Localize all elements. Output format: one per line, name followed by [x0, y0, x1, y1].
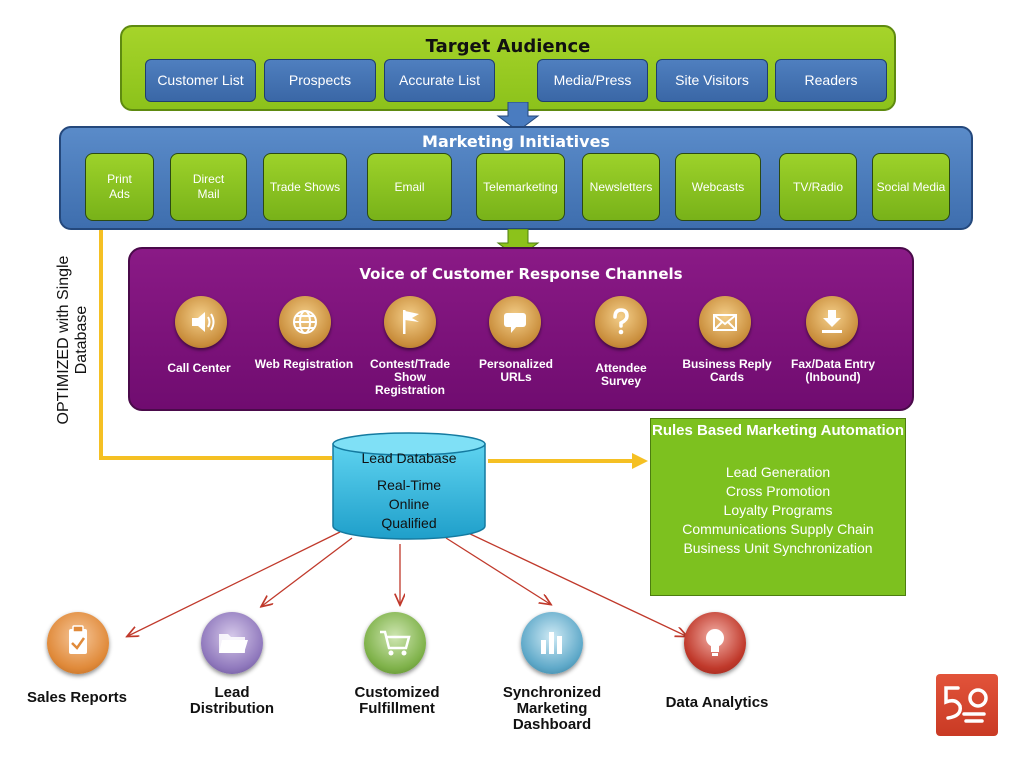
lightbulb-icon: [684, 612, 746, 674]
initiative-telemarketing: Telemarketing: [476, 153, 565, 221]
audience-item-prospects: Prospects: [264, 59, 376, 102]
voc-panel: [128, 247, 914, 411]
lead-database-line: Online: [388, 496, 430, 512]
speaker-icon: [175, 296, 227, 348]
voc-label-personalized-urls: Personalized URLs: [478, 357, 554, 384]
audience-item-accurate-list: Accurate List: [384, 59, 495, 102]
audience-item-site-visitors: Site Visitors: [656, 59, 768, 102]
question-icon: [595, 296, 647, 348]
voc-label-contest-registration: Contest/Trade Show Registration: [369, 357, 450, 397]
envelope-icon: [699, 296, 751, 348]
voc-label-attendee-survey: Attendee Survey: [595, 361, 647, 388]
yellow-connector-line: [99, 220, 332, 460]
initiative-trade-shows: Trade Shows: [263, 153, 347, 221]
bar-chart-icon: [521, 612, 583, 674]
lead-database-cylinder: [332, 432, 486, 540]
rules-automation-title: Rules Based Marketing Automation: [652, 422, 904, 439]
flag-icon: [384, 296, 436, 348]
company-logo: [936, 674, 998, 736]
lead-database-line: Real-Time: [376, 477, 442, 493]
voc-label-fax-data-entry: Fax/Data Entry (Inbound): [790, 357, 876, 384]
output-label-customized-fulfillment: Customized Fulfillment: [354, 684, 440, 717]
output-label-data-analytics: Data Analytics: [665, 694, 769, 711]
target-audience-title: Target Audience: [425, 36, 591, 57]
rules-automation-list: Lead Generation Cross Promotion Loyalty …: [650, 463, 906, 558]
rules-item: Loyalty Programs: [723, 502, 833, 518]
marketing-initiatives-title: Marketing Initiatives: [422, 132, 610, 151]
output-label-lead-distribution: Lead Distribution: [189, 684, 275, 717]
initiative-webcasts: Webcasts: [675, 153, 761, 221]
rules-item: Business Unit Synchronization: [683, 540, 873, 556]
red-arrow-lead: [262, 537, 353, 606]
initiative-direct-mail: Direct Mail: [170, 153, 247, 221]
audience-item-readers: Readers: [775, 59, 887, 102]
yellow-arrow-head: [632, 453, 648, 469]
initiative-newsletters: Newsletters: [582, 153, 660, 221]
rules-item: Lead Generation: [725, 464, 831, 480]
down-arrow-blue: [496, 102, 540, 132]
initiative-print-ads: Print Ads: [85, 153, 154, 221]
folder-icon: [201, 612, 263, 674]
globe-icon: [279, 296, 331, 348]
red-arrow-dashboard: [445, 537, 550, 604]
rules-automation-box: [650, 418, 906, 596]
voc-label-business-reply-cards: Business Reply Cards: [682, 357, 772, 384]
clipboard-icon: [47, 612, 109, 674]
voc-label-web-registration: Web Registration: [254, 357, 354, 371]
red-arrow-sales: [128, 531, 341, 636]
voc-label-call-center: Call Center: [167, 361, 231, 375]
rules-item: Communications Supply Chain: [682, 521, 874, 537]
lead-database-line: Qualified: [381, 515, 437, 531]
initiative-tv-radio: TV/Radio: [779, 153, 857, 221]
cart-icon: [364, 612, 426, 674]
rules-item: Cross Promotion: [725, 483, 831, 499]
voc-title: Voice of Customer Response Channels: [359, 265, 683, 283]
initiative-email: Email: [367, 153, 452, 221]
download-icon: [806, 296, 858, 348]
audience-item-media-press: Media/Press: [537, 59, 648, 102]
output-label-synchronized-dashboard: Synchronized Marketing Dashboard: [502, 684, 602, 733]
lead-database-title: Lead Database: [361, 450, 457, 466]
output-label-sales-reports: Sales Reports: [26, 689, 128, 706]
speech-bubble-icon: [489, 296, 541, 348]
audience-item-customer-list: Customer List: [145, 59, 256, 102]
initiative-social-media: Social Media: [872, 153, 950, 221]
optimized-side-label: OPTIMIZED with Single Database: [55, 255, 90, 425]
lead-database-lines: Real-Time Online Qualified: [331, 476, 487, 533]
red-arrow-analytics: [465, 531, 686, 636]
